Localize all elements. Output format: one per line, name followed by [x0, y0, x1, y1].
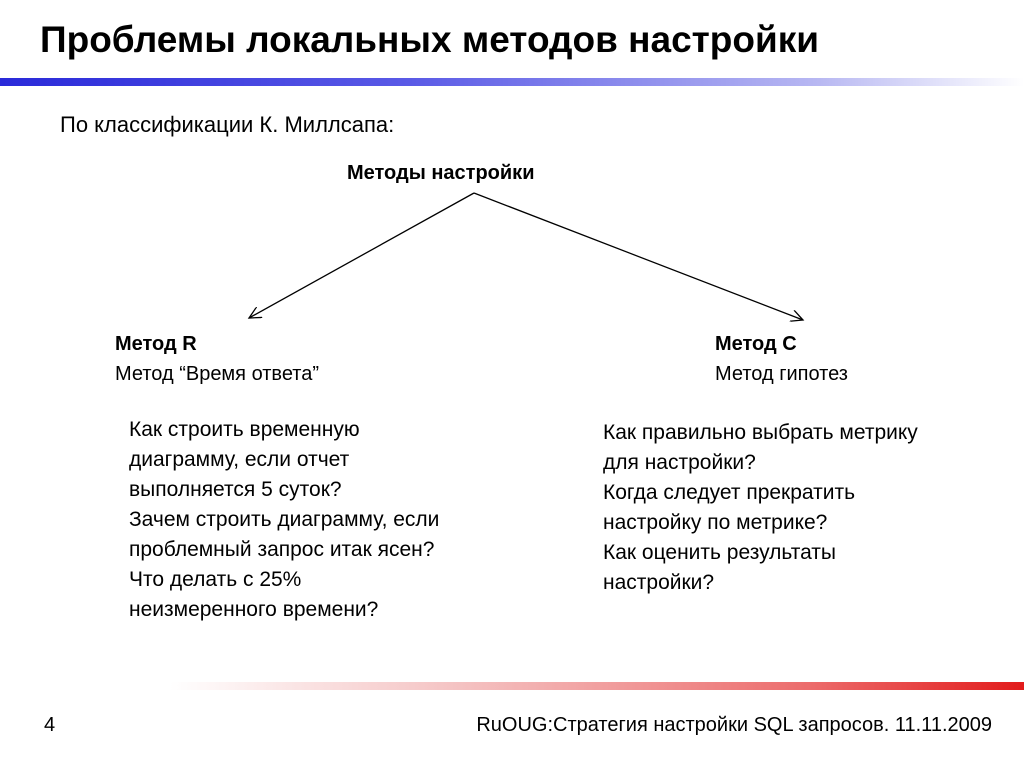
method-c-node: Метод C Метод гипотез: [715, 329, 848, 389]
method-r-question-line: Зачем строить диаграмму, если: [129, 508, 440, 531]
method-r-question-line: проблемный запрос итак ясен?: [129, 538, 435, 561]
method-c-question-line: настройки?: [603, 571, 715, 594]
arrow-to-method-r: [249, 192, 475, 318]
diagram-root-node: Методы настройки: [347, 162, 535, 184]
slide-title: Проблемы локальных методов настройки: [40, 19, 820, 60]
classification-subtitle: По классификации К. Миллсапа:: [60, 112, 395, 137]
method-c-name: Метод C: [715, 333, 797, 355]
method-r-question-line: Как строить временную: [129, 418, 360, 441]
method-c-question-line: для настройки?: [603, 451, 756, 474]
method-r-question-line: Что делать с 25%: [129, 568, 302, 591]
arrow-to-method-c: [473, 192, 803, 320]
method-r-alias: Метод “Время ответа”: [115, 363, 319, 385]
method-r-question-line: неизмеренного времени?: [129, 598, 379, 621]
method-c-questions: Как правильно выбрать метрику для настро…: [603, 418, 918, 598]
method-c-alias: Метод гипотез: [715, 363, 848, 385]
method-r-question-line: диаграмму, если отчет: [129, 448, 350, 471]
footer-divider-bar: [170, 682, 1024, 690]
method-r-question-line: выполняется 5 суток?: [129, 478, 342, 501]
method-r-node: Метод R Метод “Время ответа”: [115, 329, 319, 389]
method-r-name: Метод R: [115, 333, 197, 355]
footer-caption: RuOUG:Стратегия настройки SQL запросов. …: [476, 714, 992, 736]
method-c-question-line: настройку по метрике?: [603, 511, 828, 534]
title-underline-bar: [0, 78, 1024, 86]
method-c-question-line: Как оценить результаты: [603, 541, 836, 564]
method-c-question-line: Как правильно выбрать метрику: [603, 421, 918, 444]
method-r-questions: Как строить временную диаграмму, если от…: [129, 415, 439, 625]
page-number: 4: [44, 714, 56, 736]
method-c-question-line: Когда следует прекратить: [603, 481, 856, 504]
